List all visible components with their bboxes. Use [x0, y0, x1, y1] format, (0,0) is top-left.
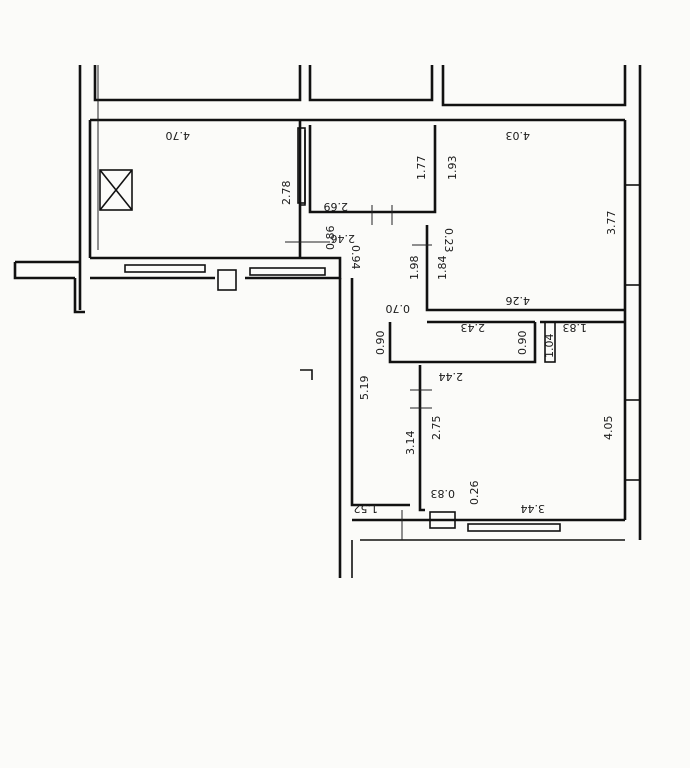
dim-closet-height-right: 0.90	[516, 331, 529, 356]
dim-gap-0-23: 0.23	[442, 228, 455, 253]
dim-top-left-width: 4.70	[166, 129, 191, 142]
dim-small-room-height-outer: 1.93	[446, 156, 459, 181]
dim-lower-width-top: 2.44	[439, 370, 464, 383]
dim-top-right-width: 4.03	[506, 129, 531, 142]
dim-bottom-3-44: 3.44	[521, 502, 546, 515]
dim-lower-height-inner: 2.75	[430, 416, 443, 441]
dim-lower-room-height: 4.05	[602, 416, 615, 441]
dim-bottom-1-52: 1.52	[354, 502, 379, 515]
dim-closet-height-left: 0.90	[374, 331, 387, 356]
dim-passage-1-98: 1.98	[408, 256, 421, 281]
dimension-labels: 4.70 4.03 2.78 1.77 1.93 2.69 2.46 0.86 …	[166, 129, 619, 515]
dim-hall-width-top: 2.46	[331, 232, 356, 245]
dim-small-room-height: 1.77	[415, 156, 428, 181]
built-in-strips	[124, 127, 561, 532]
dim-bottom-0-26: 0.26	[468, 481, 481, 506]
dim-wall-1-83: 1.83	[563, 321, 588, 334]
dim-right-room-height: 3.77	[605, 211, 618, 236]
dimension-ticks	[285, 205, 432, 540]
dim-hall-length: 5.19	[358, 376, 371, 401]
dim-right-room-width: 4.26	[506, 294, 531, 307]
dim-wall-1-04: 1.04	[543, 334, 556, 359]
dim-passage-1-84: 1.84	[436, 256, 449, 281]
right-windows	[624, 184, 641, 481]
dim-corridor-height: 2.78	[280, 181, 293, 206]
dim-small-room-width: 2.69	[324, 200, 349, 213]
dim-gap-0-94: 0.94	[349, 245, 362, 270]
dim-lower-height-outer: 3.14	[404, 431, 417, 456]
outer-walls	[13, 65, 642, 540]
dim-closet-width: 2.43	[461, 321, 486, 334]
dim-door-0-70: 0.70	[386, 302, 411, 315]
ventilation-shaft	[99, 169, 133, 211]
dim-bottom-0-83: 0.83	[431, 487, 456, 500]
dim-gap-0-86: 0.86	[324, 226, 337, 251]
